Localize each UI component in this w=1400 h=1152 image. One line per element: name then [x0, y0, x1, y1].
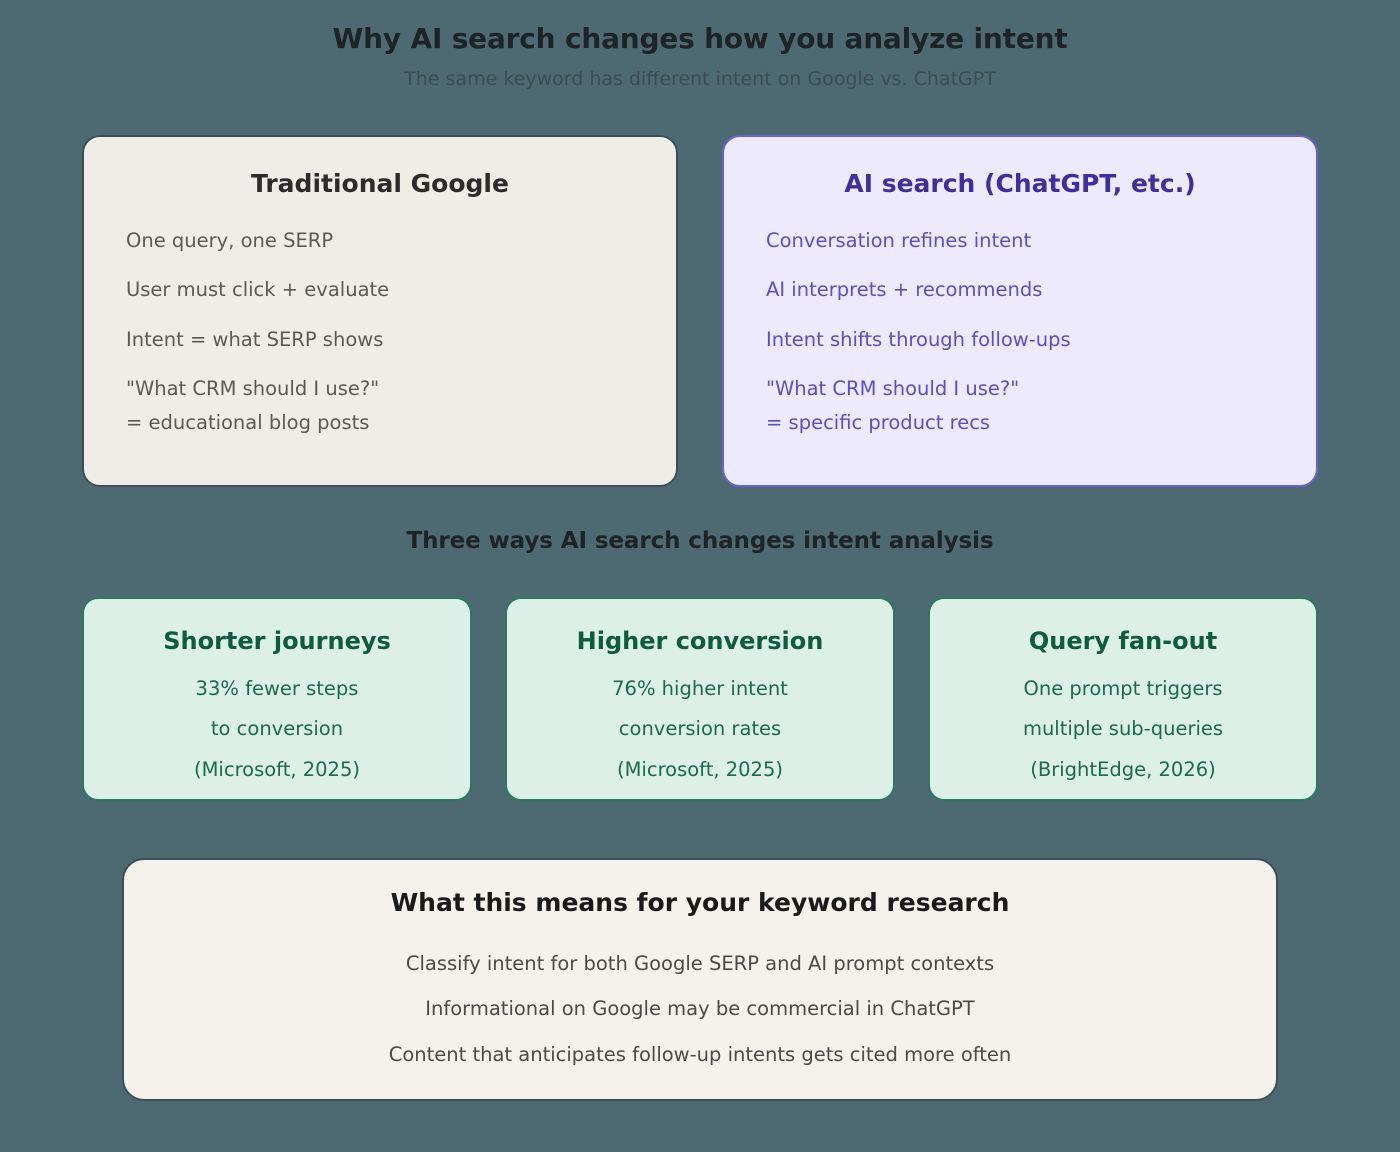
stat-card-source: (Microsoft, 2025) [617, 757, 783, 781]
stat-card-line: to conversion [210, 717, 344, 741]
stats-row: Shorter journeys 33% fewer steps to conv… [82, 597, 1318, 801]
traditional-google-point: One query, one SERP [126, 229, 334, 252]
summary-card: What this means for your keyword researc… [122, 858, 1278, 1101]
ai-search-point: Conversation refines intent [766, 229, 1032, 252]
summary-card-line: Classify intent for both Google SERP and… [405, 952, 995, 975]
traditional-google-example-result: = educational blog posts [126, 410, 370, 434]
stat-card-title: Higher conversion [576, 627, 824, 655]
stat-card-higher-conversion: Higher conversion 76% higher intent conv… [505, 597, 895, 801]
traditional-google-example-query: "What CRM should I use?" [126, 377, 380, 401]
section-heading: Three ways AI search changes intent anal… [406, 528, 994, 554]
stat-card-line: multiple sub-queries [1022, 717, 1224, 741]
traditional-google-point: User must click + evaluate [126, 278, 390, 302]
stat-card-source: (Microsoft, 2025) [194, 757, 360, 781]
header: Why AI search changes how you analyze in… [0, 0, 1400, 90]
traditional-google-point: Intent = what SERP shows [126, 327, 384, 351]
ai-search-point: Intent shifts through follow-ups [766, 327, 1071, 351]
summary-card-title: What this means for your keyword researc… [390, 888, 1010, 917]
ai-search-example-query: "What CRM should I use?" [766, 377, 1020, 401]
comparison-row: Traditional Google One query, one SERP U… [82, 135, 1318, 487]
stat-card-line: 33% fewer steps [195, 676, 359, 700]
traditional-google-card-title: Traditional Google [251, 169, 509, 198]
summary-card-line: Informational on Google may be commercia… [425, 997, 975, 1021]
stat-card-line: One prompt triggers [1023, 676, 1223, 700]
traditional-google-card: Traditional Google One query, one SERP U… [82, 135, 678, 487]
page-title: Why AI search changes how you analyze in… [332, 22, 1068, 55]
ai-search-card: AI search (ChatGPT, etc.) Conversation r… [722, 135, 1318, 487]
stat-card-title: Shorter journeys [163, 627, 391, 655]
stat-card-title: Query fan-out [1028, 627, 1218, 655]
stat-card-line: 76% higher intent [612, 676, 788, 700]
summary-card-line: Content that anticipates follow-up inten… [388, 1042, 1012, 1066]
stat-card-query-fan-out: Query fan-out One prompt triggers multip… [928, 597, 1318, 801]
ai-search-point: AI interprets + recommends [766, 278, 1043, 302]
ai-search-card-title: AI search (ChatGPT, etc.) [844, 169, 1196, 198]
stat-card-shorter-journeys: Shorter journeys 33% fewer steps to conv… [82, 597, 472, 801]
stat-card-source: (BrightEdge, 2026) [1030, 757, 1216, 781]
ai-search-example-result: = specific product recs [766, 410, 991, 434]
page-subtitle: The same keyword has different intent on… [404, 67, 996, 90]
stat-card-line: conversion rates [618, 717, 782, 741]
